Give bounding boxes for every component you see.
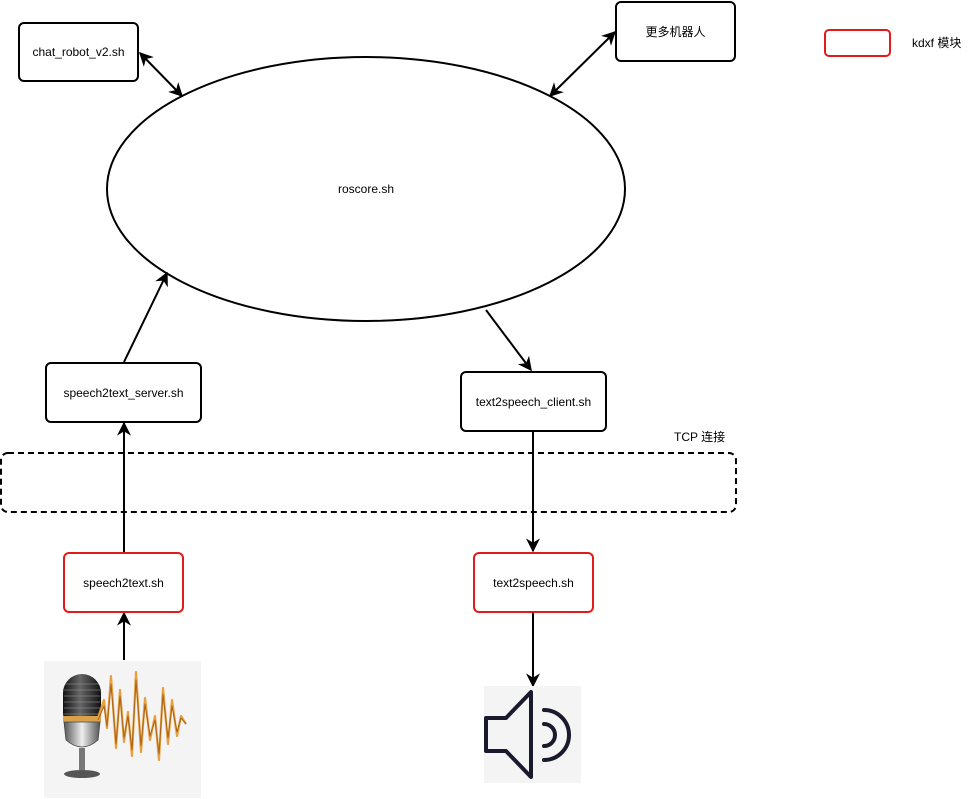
edge-server-roscore [123,271,168,363]
speaker-icon [484,686,581,783]
more-robots-label: 更多机器人 [645,25,706,39]
edge-roscore-more-robots [549,31,616,97]
microphone-waveform-icon [44,661,201,798]
edge-roscore-client [485,309,532,372]
edge-chat-robot-roscore [139,51,183,98]
speech2text-server-node[interactable]: speech2text_server.sh [45,362,202,423]
roscore-label: roscore.sh [337,182,395,196]
tcp-connection-zone [0,452,737,513]
tcp-connection-label: TCP 连接 [674,430,726,444]
speech2text-server-label: speech2text_server.sh [63,385,184,400]
legend-label: kdxf 模块 [912,36,962,50]
speech2text-node[interactable]: speech2text.sh [63,552,184,613]
roscore-ellipse[interactable] [106,56,626,322]
text2speech-node[interactable]: text2speech.sh [473,552,594,613]
text2speech-label: text2speech.sh [493,575,574,590]
legend-swatch [824,29,891,57]
more-robots-node[interactable]: 更多机器人 [615,1,736,62]
chat-robot-node[interactable]: chat_robot_v2.sh [18,22,139,82]
text2speech-client-label: text2speech_client.sh [475,394,592,409]
chat-robot-label: chat_robot_v2.sh [32,45,125,59]
text2speech-client-node[interactable]: text2speech_client.sh [460,371,607,432]
speech2text-label: speech2text.sh [83,575,164,590]
